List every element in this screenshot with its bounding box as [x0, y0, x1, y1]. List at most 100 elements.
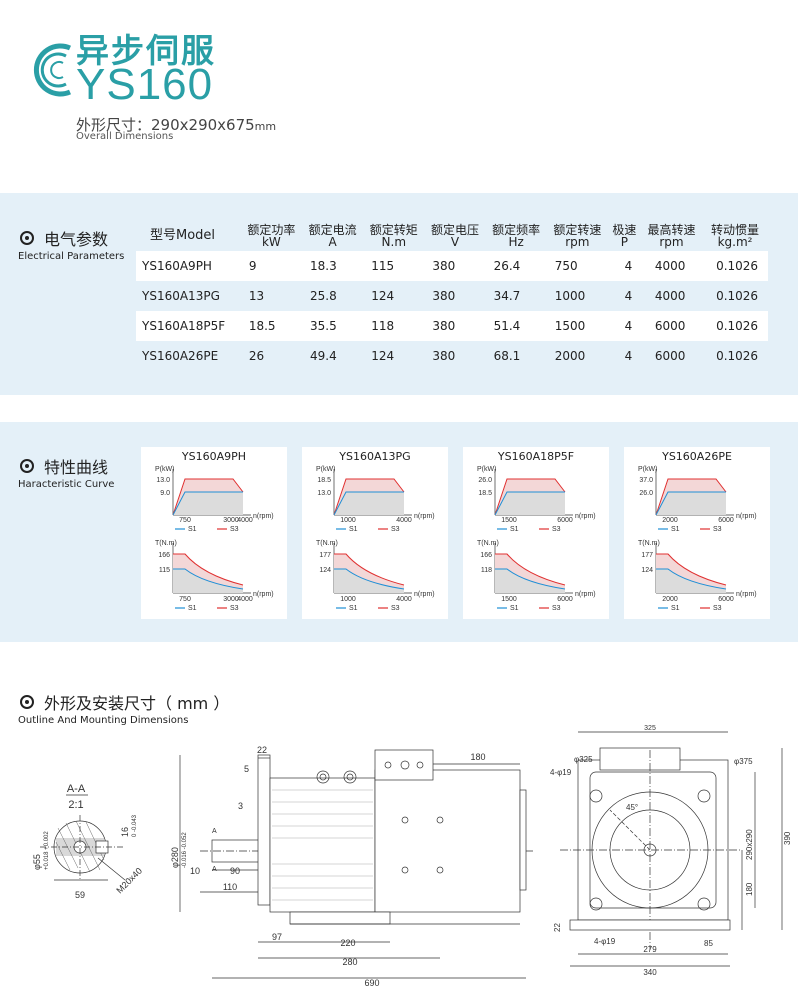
t-x-tick: 2000 [662, 596, 678, 603]
p-x-label: n(rpm) [736, 513, 757, 520]
dim-thread: M20x40 [114, 866, 144, 896]
dim-59: 59 [75, 890, 85, 900]
dim-center-height: 180 [745, 882, 754, 896]
dim-85: 85 [704, 939, 713, 948]
t-x-label: n(rpm) [736, 591, 757, 598]
motor-side-view: 22 5 3 180 φ280 -0.016 -0.052 A A 10 90 … [170, 745, 535, 988]
header-cn: 额定电流 [308, 223, 357, 237]
table-cell: 0.1026 [702, 341, 768, 371]
t-tick-mid: 124 [319, 567, 331, 574]
dim-flange-tolerance: -0.016 -0.052 [182, 832, 188, 868]
bullet-icon [20, 695, 34, 709]
header-unit: V [450, 235, 460, 249]
legend-s3-label: S3 [230, 605, 239, 612]
cell-model: YS160A13PG [136, 281, 241, 311]
t-x-tick: 1500 [501, 596, 517, 603]
cell-model: YS160A9PH [136, 251, 241, 281]
table-cell: 4 [607, 341, 641, 371]
curve-card-title: YS160A13PG [339, 450, 411, 463]
t-x-label: n(rpm) [414, 591, 435, 598]
terminal-box-front [599, 747, 681, 771]
header: 异步伺服 YS160 外形尺寸：290x290x675mm Overall Di… [0, 0, 798, 190]
table-cell: 68.1 [485, 341, 547, 371]
p-axis-label: P(kW) [155, 466, 174, 473]
header-cn: 额定电压 [430, 223, 479, 237]
dim-3: 3 [238, 801, 243, 811]
header-cn: 最高转速 [647, 223, 696, 237]
table-cell: 124 [363, 281, 425, 311]
dim-325: 325 [644, 725, 656, 732]
dim-outer-diameter: φ375 [734, 757, 753, 766]
legend-s1-label: S1 [510, 605, 519, 612]
t-x-tick: 6000 [718, 596, 734, 603]
dim-flange-diameter: φ280 [170, 847, 180, 868]
p-tick-top: 37.0 [639, 477, 653, 484]
p-tick-top: 13.0 [156, 477, 170, 484]
p-x-label: n(rpm) [575, 513, 596, 520]
p-x-tick: 750 [179, 517, 191, 524]
overall-dimensions-en: Overall Dimensions [76, 131, 174, 142]
t-line-s1 [173, 568, 244, 590]
section-mark-top: A [212, 828, 217, 835]
legend-s3-label: S3 [230, 526, 239, 533]
t-x-label: n(rpm) [575, 591, 596, 598]
p-line-s1 [655, 491, 726, 516]
header-unit: P [620, 235, 629, 249]
header-cn: 额定转速 [553, 223, 602, 237]
p-tick-mid: 9.0 [160, 490, 170, 497]
section-title-cn: 外形及安装尺寸（ mm ） [44, 694, 230, 713]
p-x-tick: 1500 [501, 517, 517, 524]
header-cn: 额定功率 [247, 223, 296, 237]
outline-drawing: A-A 2:1 59 φ55 +0.018 +0.002 16 0 -0.043… [32, 725, 792, 988]
dim-shaft-tolerance: +0.018 +0.002 [44, 831, 50, 870]
p-line-s3 [172, 478, 244, 516]
header-unit: kg.m² [717, 235, 753, 249]
t-line-s1 [334, 568, 405, 590]
header-unit: rpm [565, 235, 590, 249]
section-title-en: Haracteristic Curve [18, 479, 115, 490]
table-cell: 0.1026 [702, 281, 768, 311]
table-cell: 124 [363, 341, 425, 371]
table-cell: 4000 [640, 251, 703, 281]
p-x-tick: 3000 [223, 517, 239, 524]
section-title-cn: 电气参数 [44, 230, 109, 249]
legend-s1-label: S1 [188, 605, 197, 612]
section-mark-bottom: A [212, 866, 217, 873]
dim-97: 97 [272, 932, 282, 942]
dim-110: 110 [223, 882, 237, 892]
header-cn: 额定频率 [492, 223, 541, 237]
table-cell: 1000 [546, 281, 608, 311]
table-cell: 18.5 [240, 311, 302, 341]
legend-s3-label: S3 [391, 526, 400, 533]
shaft-section-view: A-A 2:1 59 φ55 +0.018 +0.002 16 0 -0.043… [32, 783, 144, 900]
table-cell: 4000 [640, 281, 703, 311]
cell-model: YS160A18P5F [136, 311, 241, 341]
table-cell: 4 [607, 311, 641, 341]
dim-flange-holes: 4-φ19 [550, 768, 572, 777]
terminal-box [374, 749, 434, 781]
cell-model: YS160A26PE [136, 341, 241, 371]
product-category-title: 异步伺服 [76, 31, 216, 70]
p-axis-label: P(kW) [477, 466, 496, 473]
table-cell: 380 [424, 281, 486, 311]
overall-dimensions: 外形尺寸：290x290x675mm [76, 114, 276, 135]
dim-280: 280 [342, 957, 357, 967]
overall-dimensions-unit: mm [254, 120, 277, 133]
table-cell: 115 [363, 251, 425, 281]
legend-s3-label: S3 [713, 526, 722, 533]
t-line-s1 [495, 568, 566, 590]
p-line-s1 [333, 491, 404, 516]
table-cell: 18.3 [302, 251, 364, 281]
t-tick-top: 177 [641, 552, 653, 559]
dim-180: 180 [470, 752, 485, 762]
p-x-tick: 6000 [718, 517, 734, 524]
p-x-tick: 6000 [557, 517, 573, 524]
